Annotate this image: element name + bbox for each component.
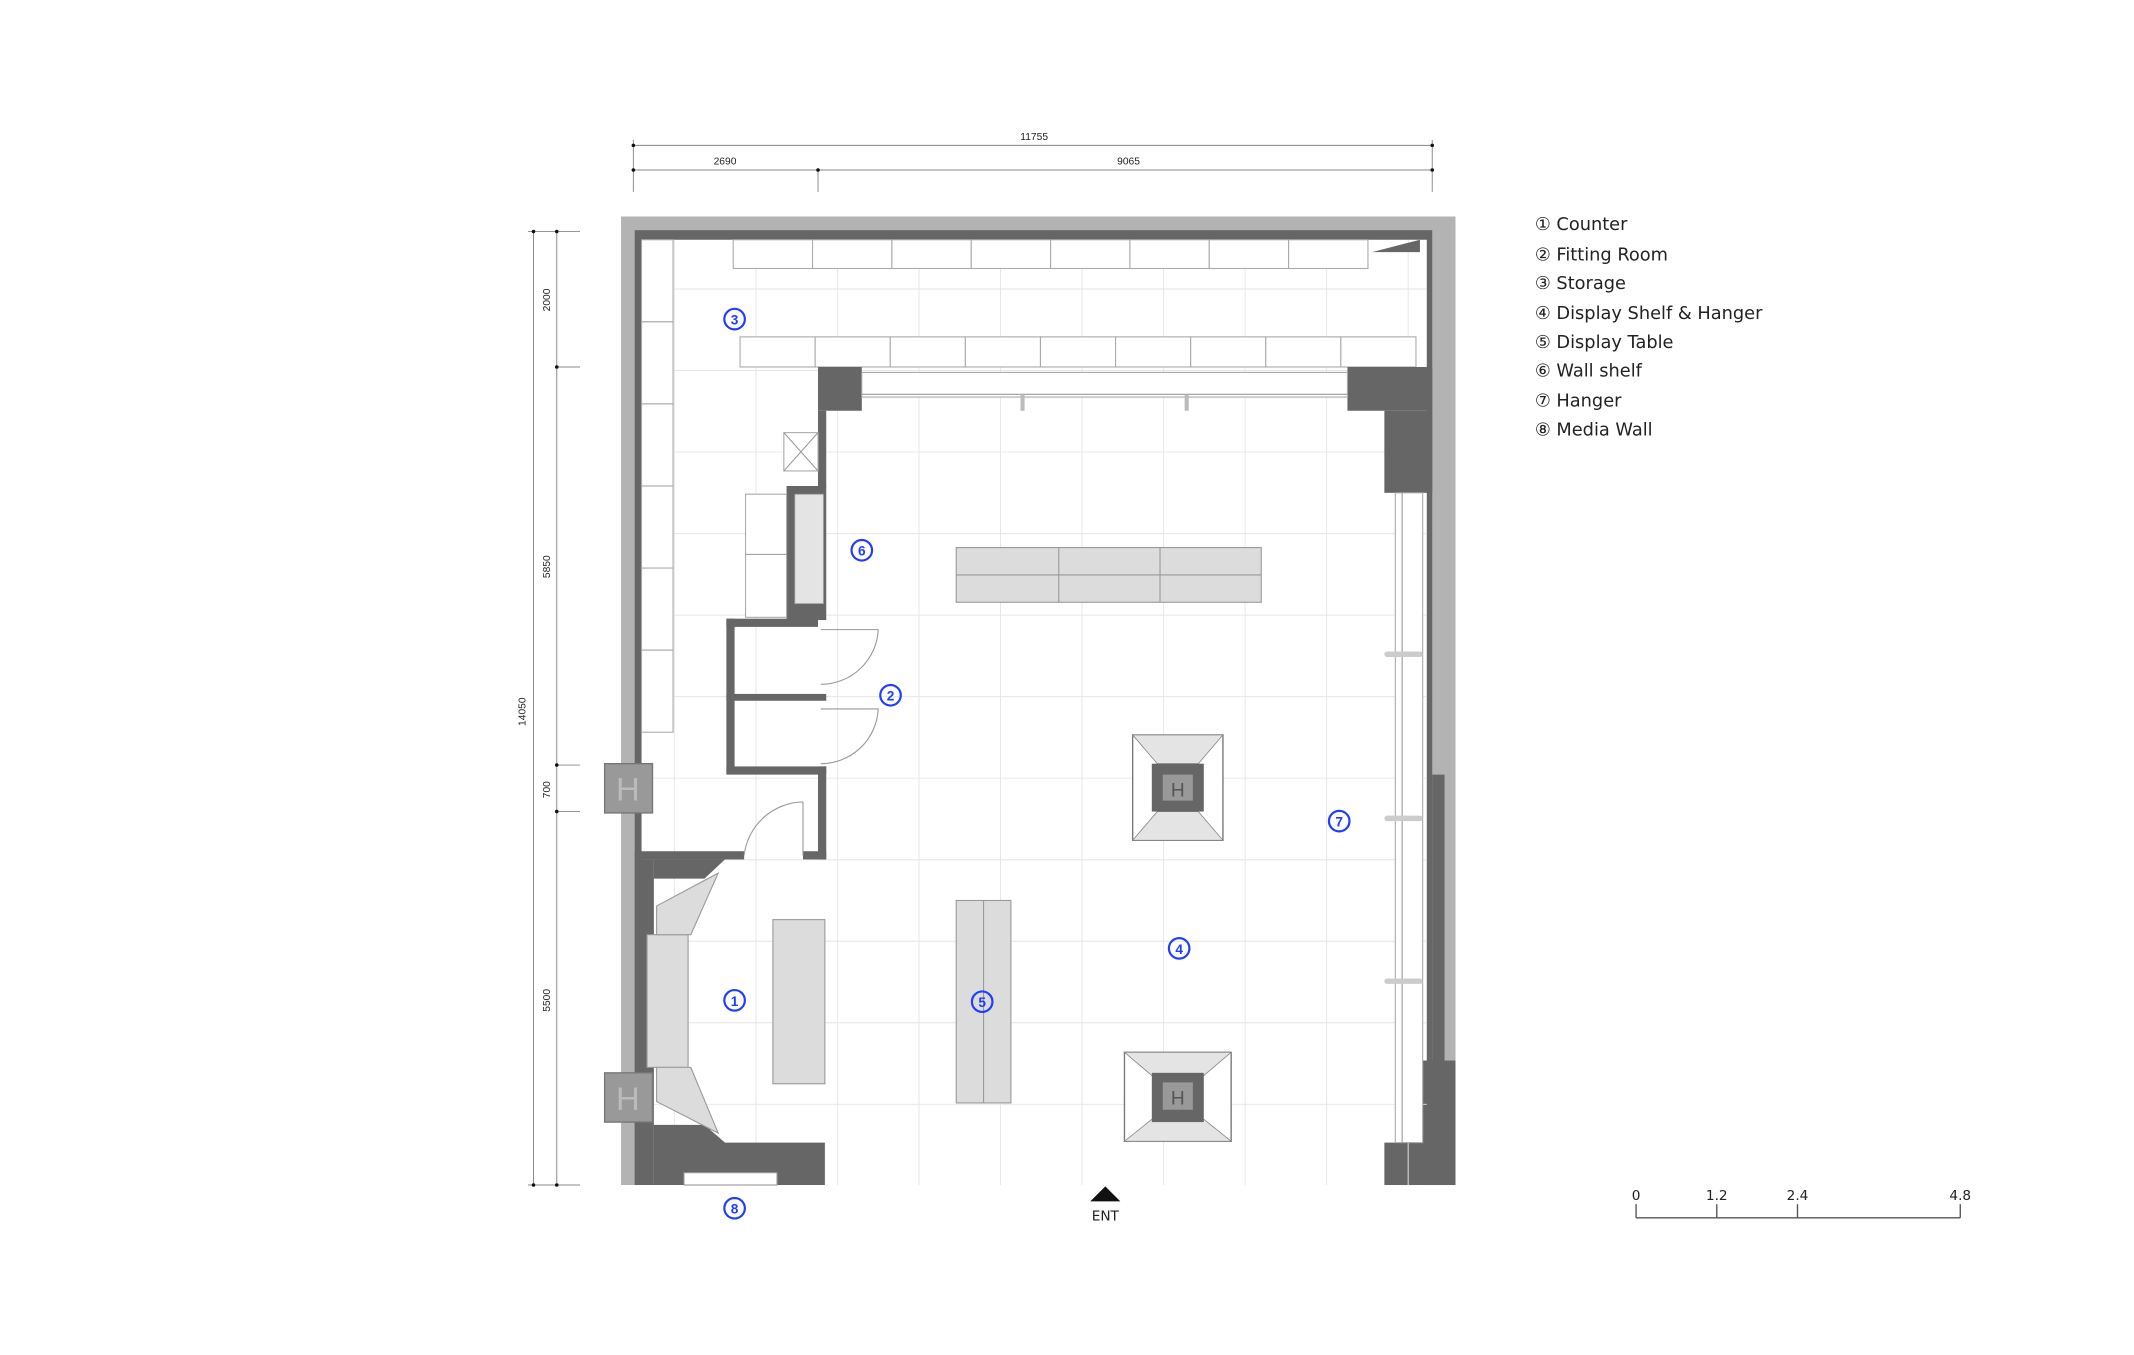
marker-wall-shelf: 6	[850, 538, 874, 562]
legend-item: ⑦ Hanger	[1535, 391, 1622, 412]
scale-tick-label: 2.4	[1787, 1188, 1809, 1204]
marker-media-wall: 8	[723, 1196, 746, 1220]
legend-item: ⑧ Media Wall	[1535, 419, 1653, 440]
storage-shelf	[641, 567, 674, 651]
svg-text:4: 4	[1175, 942, 1183, 957]
storage-shelf	[1288, 239, 1369, 270]
structural-column: H	[603, 762, 654, 814]
display-shelf-unit: H	[1123, 1051, 1233, 1142]
storage-shelf	[641, 485, 674, 569]
storage-shelf	[641, 403, 674, 487]
dimension-segment: 700	[542, 781, 553, 798]
entrance-label: ENT	[1092, 1209, 1120, 1225]
marker-storage: 3	[723, 307, 746, 331]
storage-shelf	[891, 239, 972, 270]
storage-shelf	[641, 649, 674, 733]
storage-shelves	[641, 239, 1417, 733]
dimension-right-width: 9065	[1117, 157, 1140, 168]
svg-text:① Counter: ① Counter	[1535, 214, 1628, 235]
marker-hanger: 7	[1327, 809, 1351, 833]
svg-text:3: 3	[731, 313, 739, 328]
top-hanger-rail	[861, 371, 1348, 411]
svg-text:5: 5	[978, 995, 986, 1010]
storage-shelf	[1208, 239, 1290, 270]
storage-shelf	[1115, 336, 1192, 368]
legend-item: ③ Storage	[1535, 273, 1626, 294]
svg-text:7: 7	[1335, 815, 1343, 830]
scale-tick-label: 1.2	[1706, 1188, 1728, 1204]
dimension-total-depth: 14050	[517, 697, 528, 726]
storage-shelf	[970, 239, 1052, 270]
svg-text:⑦ Hanger: ⑦ Hanger	[1535, 391, 1622, 412]
svg-text:H: H	[616, 771, 640, 808]
counter	[646, 871, 826, 1135]
marker-counter: 1	[723, 988, 746, 1012]
storage-shelf	[964, 336, 1042, 368]
dimension-segment: 2000	[542, 288, 553, 311]
storage-shelf	[812, 239, 893, 270]
svg-text:8: 8	[731, 1202, 739, 1217]
svg-text:2: 2	[887, 689, 895, 704]
legend-item: ⑥ Wall shelf	[1535, 361, 1643, 382]
storage-shelf	[1050, 239, 1131, 270]
scale-bar	[1635, 1204, 1961, 1219]
storage-shelf	[814, 336, 891, 368]
media-wall	[683, 1172, 778, 1186]
storage-shelf	[889, 336, 966, 368]
storage-shelf	[641, 321, 674, 405]
storage-shelf	[1190, 336, 1267, 368]
legend: ① Counter ② Fitting Room ③ Storage ④ Dis…	[1535, 214, 1763, 440]
svg-text:⑤ Display Table: ⑤ Display Table	[1535, 332, 1674, 353]
scale-tick-label: 0	[1632, 1188, 1641, 1204]
storage-shelf	[739, 336, 816, 368]
dimension-segment: 5500	[542, 989, 553, 1012]
dimension-left-width: 2690	[714, 157, 737, 168]
svg-text:④ Display Shelf & Hanger: ④ Display Shelf & Hanger	[1535, 303, 1763, 324]
svg-text:② Fitting Room: ② Fitting Room	[1535, 244, 1668, 265]
marker-display-shelf: 4	[1167, 936, 1191, 960]
display-table-upper	[955, 546, 1262, 603]
display-table	[955, 899, 1012, 1104]
svg-text:⑥ Wall shelf: ⑥ Wall shelf	[1535, 361, 1643, 382]
svg-text:⑧ Media Wall: ⑧ Media Wall	[1535, 419, 1653, 440]
wall-hanger	[1384, 492, 1424, 1144]
storage-shelf	[1265, 336, 1342, 368]
dimension-segment: 5850	[542, 555, 553, 578]
entrance-arrow-icon	[1090, 1186, 1121, 1202]
top-dimensions	[632, 139, 1433, 192]
marker-fitting-room: 2	[879, 683, 902, 707]
storage-shelf	[1129, 239, 1210, 270]
left-dimensions	[528, 231, 581, 1186]
storage-shelf	[1039, 336, 1117, 368]
display-shelf-unit: H	[1131, 734, 1224, 841]
svg-text:H: H	[1171, 781, 1185, 802]
svg-text:6: 6	[858, 544, 866, 559]
legend-item: ① Counter	[1535, 214, 1628, 235]
legend-item: ④ Display Shelf & Hanger	[1535, 303, 1763, 324]
structural-column: H	[603, 1072, 654, 1123]
storage-shelf	[1340, 336, 1417, 368]
legend-item: ⑤ Display Table	[1535, 332, 1674, 353]
storage-shelf	[732, 239, 814, 270]
legend-item: ② Fitting Room	[1535, 244, 1668, 265]
storage-shelf	[641, 239, 674, 323]
svg-text:③ Storage: ③ Storage	[1535, 273, 1626, 294]
svg-text:H: H	[1171, 1088, 1185, 1109]
scale-tick-label: 4.8	[1949, 1188, 1971, 1204]
svg-text:1: 1	[731, 994, 739, 1009]
dimension-total-width: 11755	[1020, 132, 1048, 143]
marker-display-table: 5	[970, 990, 994, 1014]
svg-text:H: H	[616, 1080, 640, 1117]
